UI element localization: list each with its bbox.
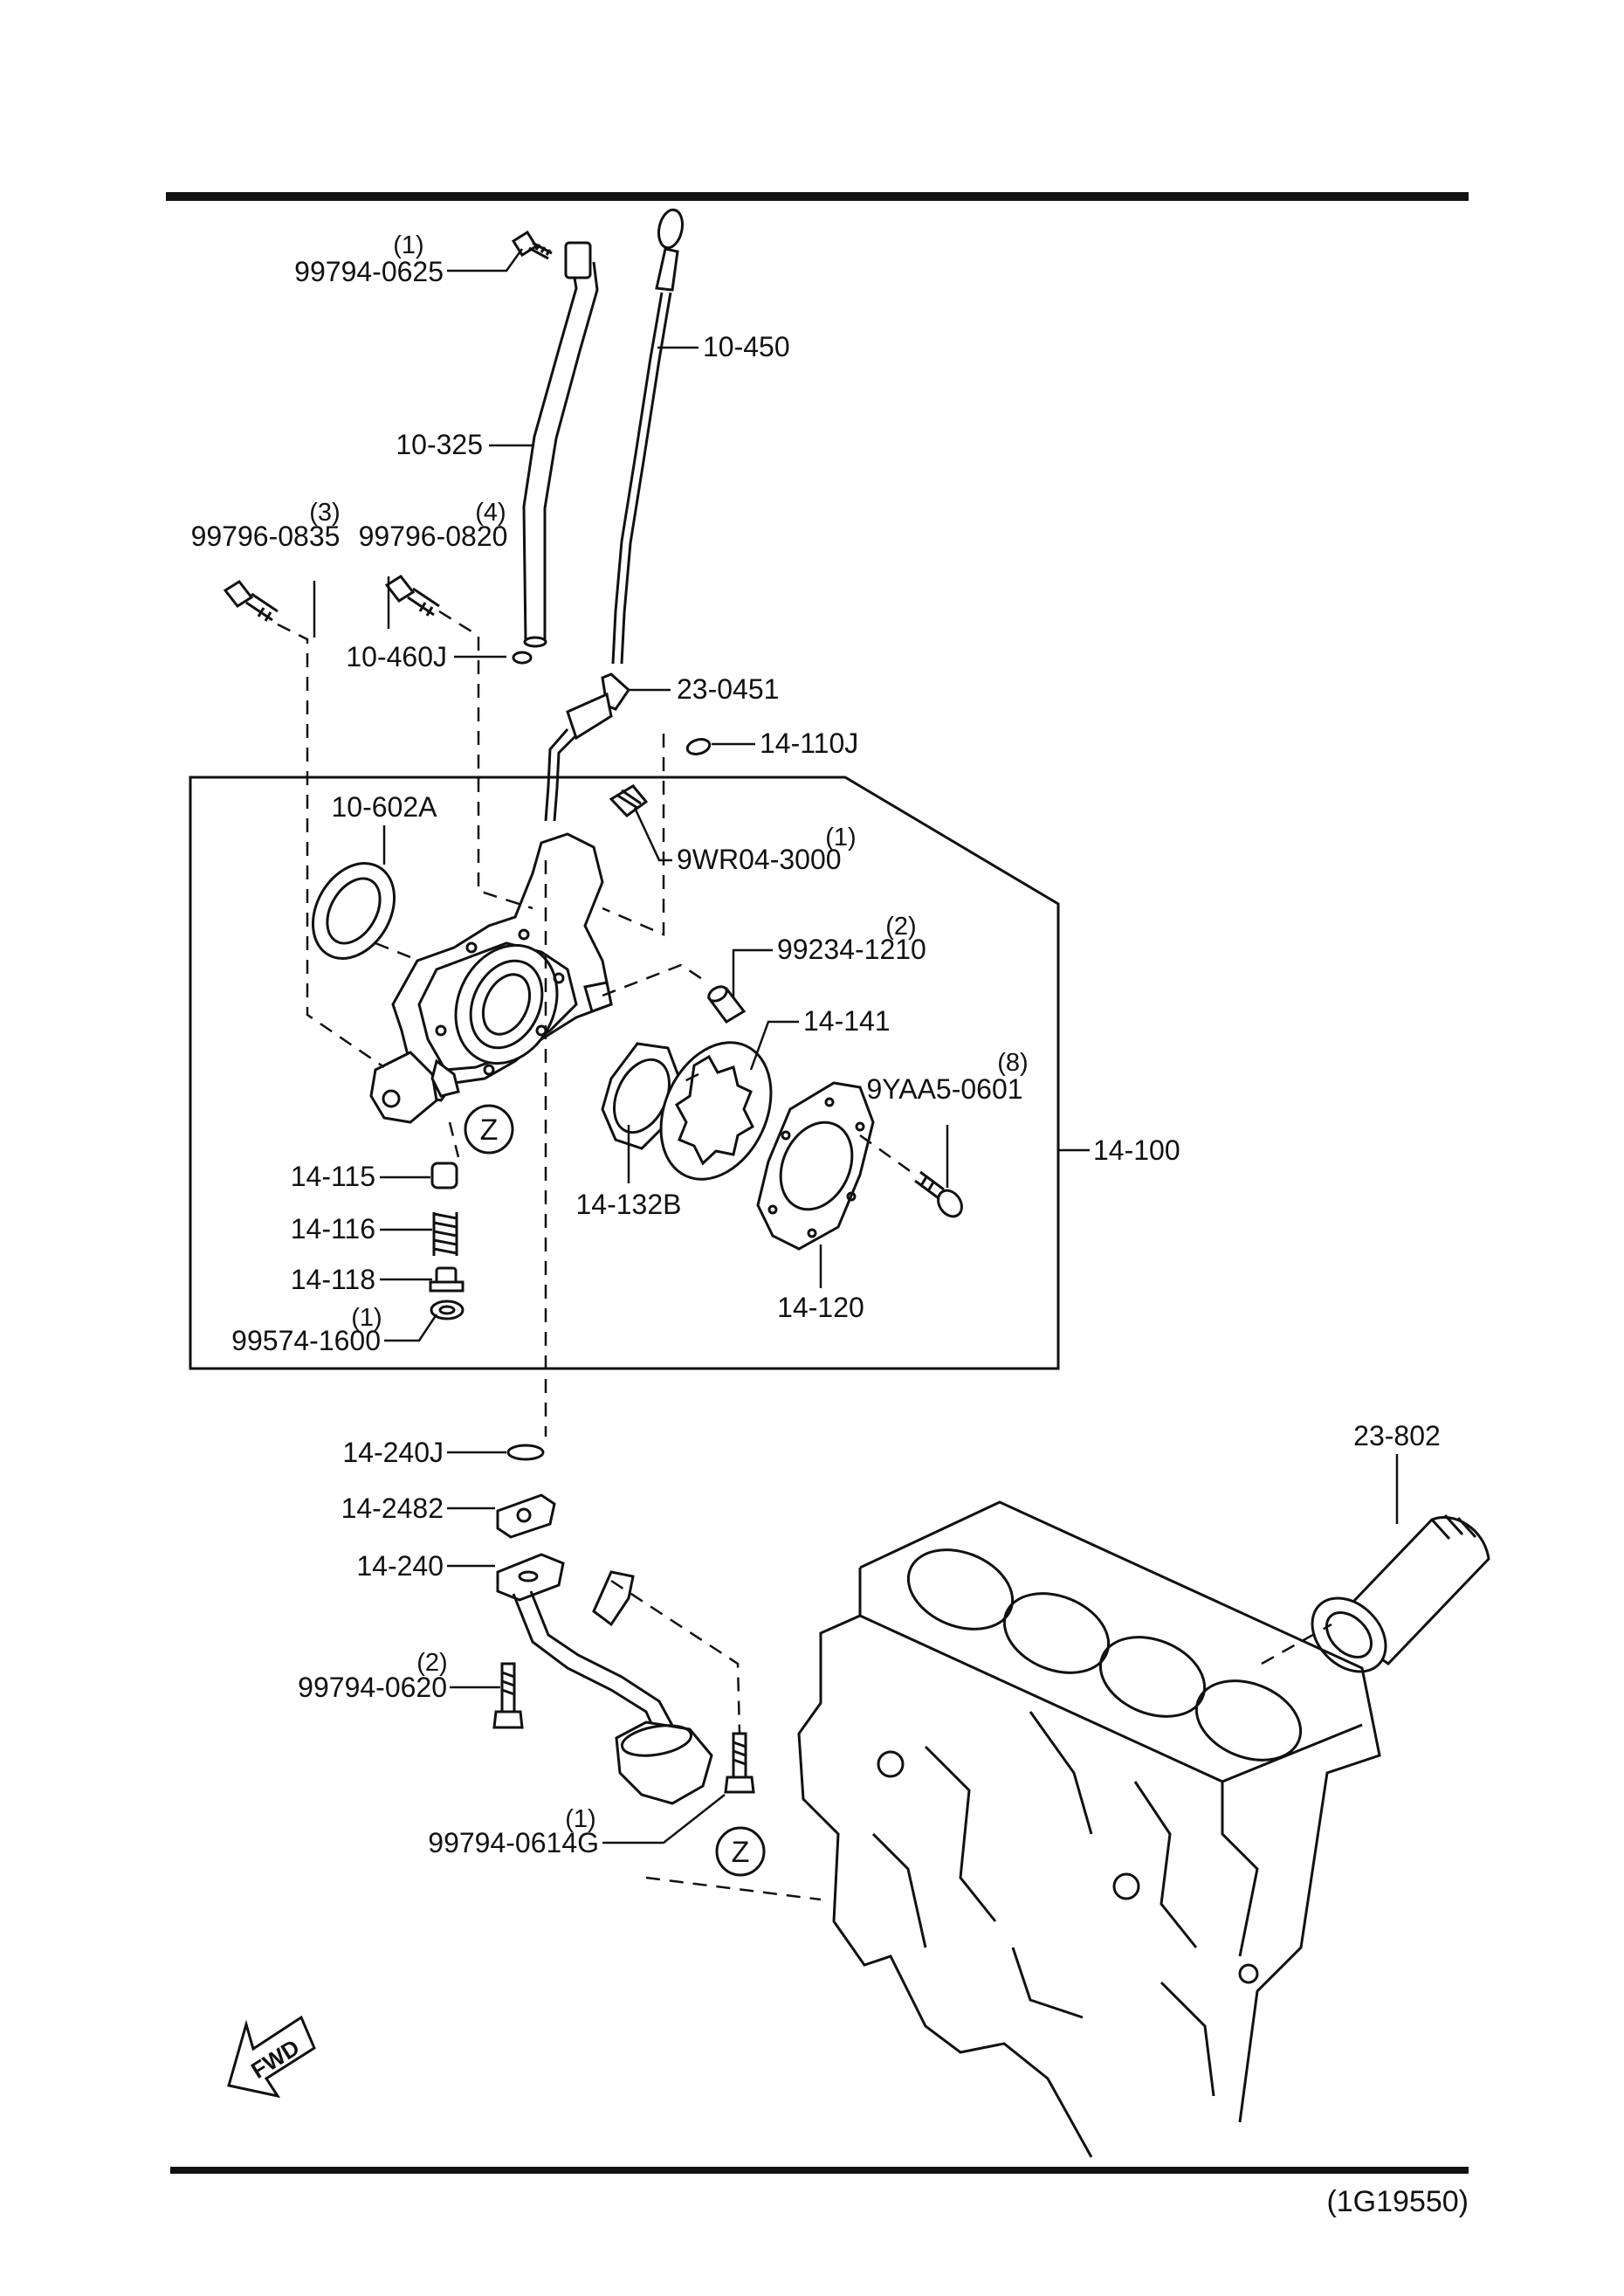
plug-14-118 <box>429 1266 464 1293</box>
part-label-10-325: 10-325 <box>396 429 483 460</box>
zone-marker-label: Z <box>732 1836 750 1869</box>
bolt-99794-0614G <box>724 1732 755 1794</box>
part-label-14-240: 14-240 <box>356 1550 444 1582</box>
fwd-arrow-icon: FWD <box>227 2015 316 2099</box>
qty-9YAA5-0601: (8) <box>997 1049 1028 1077</box>
o-ring-14-110J <box>685 738 712 755</box>
screw-9YAA5-0601 <box>914 1170 963 1218</box>
part-label-23-802: 23-802 <box>1353 1420 1441 1451</box>
part-label-99794-0620: 99794-0620 <box>298 1672 447 1703</box>
part-label-10-450: 10-450 <box>703 331 790 362</box>
gasket-14-2482 <box>496 1493 556 1539</box>
qty-99794-0614G: (1) <box>565 1805 595 1833</box>
part-label-14-110J: 14-110J <box>760 727 858 759</box>
part-label-99234-1210: 99234-1210 <box>777 934 926 965</box>
qty-99794-0620: (2) <box>416 1649 447 1677</box>
part-label-23-0451: 23-0451 <box>677 673 779 705</box>
qty-99796-0820: (4) <box>475 499 506 527</box>
oil-strainer-14-240 <box>496 1553 713 1805</box>
diagram-reference-code: (1G19550) <box>1326 2185 1469 2218</box>
oil-filter-23-802 <box>1311 1513 1490 1673</box>
part-label-99796-0820: 99796-0820 <box>359 521 508 552</box>
part-label-99574-1600: 99574-1600 <box>231 1325 381 1356</box>
part-label-10-460J: 10-460J <box>346 641 447 672</box>
part-labels: (1) 99794-0625 10-450 10-325 (3) 99796-0… <box>191 231 1469 2218</box>
zone-marker-label: Z <box>480 1114 499 1147</box>
dowel-pin-99234-1210 <box>706 985 747 1024</box>
plunger-14-115 <box>430 1162 458 1189</box>
bolt-99794-0620 <box>492 1662 524 1729</box>
qty-99234-1210: (2) <box>885 913 916 941</box>
zone-marker-block: Z <box>715 1826 766 1877</box>
qty-99796-0835: (3) <box>309 499 340 527</box>
part-label-14-141: 14-141 <box>803 1005 891 1037</box>
o-ring-14-240J <box>506 1444 545 1461</box>
part-label-9WR04-3000: 9WR04-3000 <box>677 844 842 875</box>
bottom-rule <box>170 2167 1469 2174</box>
part-label-14-120: 14-120 <box>777 1292 864 1323</box>
part-label-14-240J: 14-240J <box>342 1437 444 1468</box>
zone-marker-pump: Z <box>464 1104 514 1155</box>
part-label-99794-0614G: 99794-0614G <box>428 1827 599 1858</box>
part-label-99796-0835: 99796-0835 <box>191 521 341 552</box>
part-label-14-132B: 14-132B <box>576 1189 682 1220</box>
o-ring-10-460J <box>512 651 533 665</box>
part-label-14-116: 14-116 <box>291 1213 375 1245</box>
part-label-14-115: 14-115 <box>291 1161 375 1192</box>
bolt-99796-0820 <box>384 575 440 617</box>
part-label-14-100: 14-100 <box>1093 1134 1180 1166</box>
part-label-14-118: 14-118 <box>291 1264 375 1295</box>
qty-99574-1600: (1) <box>351 1304 382 1332</box>
part-label-10-602A: 10-602A <box>332 791 438 823</box>
dipstick-part <box>611 208 685 665</box>
qty-9WR04-3000: (1) <box>825 824 856 852</box>
spring-14-116 <box>432 1212 458 1256</box>
bolt-99794-0625 <box>511 230 553 260</box>
part-label-14-2482: 14-2482 <box>341 1493 444 1524</box>
bolt-99796-0835 <box>223 580 279 622</box>
part-label-99794-0625: 99794-0625 <box>294 256 444 287</box>
dipstick-tube-part <box>522 241 599 648</box>
oil-seal-10-602A <box>311 862 396 960</box>
plug-9WR04-3000 <box>609 784 649 817</box>
top-rule <box>166 192 1469 201</box>
cylinder-block-part <box>797 1500 1381 2158</box>
leader-lines <box>313 248 1399 1844</box>
gasket-14-141 <box>659 1041 773 1181</box>
pump-cover-14-120 <box>756 1081 875 1251</box>
part-label-9YAA5-0601: 9YAA5-0601 <box>866 1073 1022 1105</box>
oil-pump-body-part <box>369 832 613 1124</box>
washer-99574-1600 <box>430 1300 464 1320</box>
assembly-dashed-lines <box>277 610 1332 1901</box>
qty-99794-0625: (1) <box>393 231 423 259</box>
oil-pump-assembly-frame <box>189 776 1060 1370</box>
oil-pressure-sensor-23-0451 <box>544 672 630 822</box>
